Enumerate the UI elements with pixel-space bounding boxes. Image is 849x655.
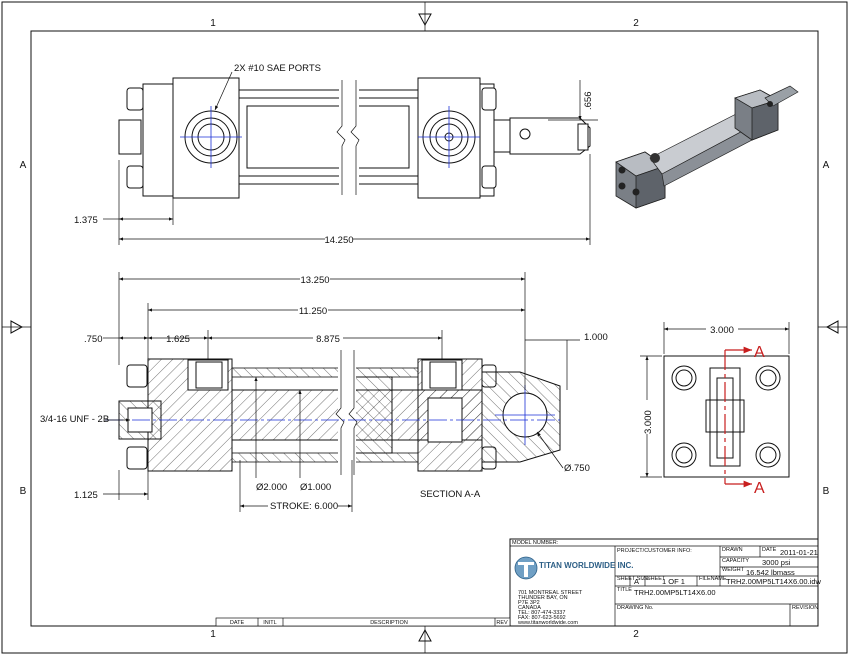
zone-bottom-2: 2 [633, 629, 639, 640]
dim-656: .656 [583, 92, 594, 111]
end-view: 3.000 3.000 A A [640, 322, 790, 497]
end-height: 3.000 [643, 410, 654, 434]
company-logo: TITAN WORLDWIDE INC. [514, 556, 634, 580]
address-line-1: 701 MONTREAL STREET [518, 590, 583, 596]
address-line-3: P7E 3P2 [518, 600, 540, 606]
dim-750: .750 [84, 334, 103, 345]
revision-strip: DATE INITL DESCRIPTION REV [215, 617, 511, 627]
drawing-no-label: DRAWING No. [617, 605, 654, 611]
section-view: 13.250 11.250 .750 1.625 8.875 1.000 3/4… [40, 272, 608, 513]
address-line-4: CANADA [518, 605, 541, 611]
address-line-7: www.titanworldwide.com [517, 620, 578, 626]
dim-1625: 1.625 [166, 334, 190, 345]
drawn-label: DRAWN [722, 547, 743, 553]
dim-8875: 8.875 [316, 334, 340, 345]
dim-11250: 11.250 [299, 306, 327, 317]
rod-dia: Ø1.000 [300, 482, 331, 493]
company-name: TITAN WORLDWIDE INC. [539, 561, 634, 570]
rev-col-rev: REV [496, 620, 508, 626]
capacity-value: 3000 psi [762, 558, 791, 567]
zone-left-b: B [20, 486, 27, 497]
title-block: MODEL NUMBER: TITAN WORLDWIDE INC. 701 M… [509, 538, 821, 627]
dim-1125: 1.125 [74, 490, 98, 501]
end-view-bolts [671, 365, 781, 468]
zone-top-2: 2 [633, 18, 639, 29]
dim-1375: 1.375 [74, 215, 98, 226]
dim-13250: 13.250 [300, 275, 329, 286]
center-mark-top-icon [418, 13, 432, 27]
capacity-label: CAPACITY [722, 558, 749, 564]
isometric-view [615, 85, 799, 209]
revision-label: REVISION [792, 605, 818, 611]
date-value: 2011-01-21 [780, 548, 818, 557]
ports-label: 2X #10 SAE PORTS [234, 63, 321, 74]
sheet-value: 1 OF 1 [662, 577, 685, 586]
filename-label: FILENAME [699, 576, 727, 582]
center-mark-bottom-icon [418, 628, 432, 642]
zone-right-a: A [823, 160, 830, 171]
dim-14250: 14.250 [324, 235, 353, 246]
filename-value: TRH2.00MP5LT14X6.00.idw [726, 577, 821, 586]
sheet-size-value: A [634, 577, 639, 586]
model-number-label: MODEL NUMBER: [512, 540, 559, 546]
thread-label: 3/4-16 UNF - 2B [40, 414, 109, 425]
rev-col-description: DESCRIPTION [370, 620, 408, 626]
zone-right-b: B [823, 486, 830, 497]
bore-dia: Ø2.000 [256, 482, 287, 493]
zone-left-a: A [20, 160, 27, 171]
address-line-6: FAX: 807-623-5692 [518, 615, 566, 621]
zone-top-1: 1 [210, 18, 216, 29]
date-label: DATE [762, 547, 777, 553]
weight-label: WEIGHT [722, 567, 745, 573]
title-value: TRH2.00MP5LT14X6.00 [634, 588, 716, 597]
address-line-5: TEL: 807-474-3337 [518, 610, 565, 616]
section-caption: SECTION A-A [420, 489, 481, 500]
center-mark-right-icon [825, 320, 839, 334]
address-line-2: THUNDER BAY, ON [518, 595, 568, 601]
center-mark-left-icon [10, 320, 24, 334]
stroke-dim: STROKE: 6.000 [270, 501, 338, 512]
section-mark-top: A [754, 344, 765, 361]
dim-1000: 1.000 [584, 332, 608, 343]
top-view: 2X #10 SAE PORTS .656 1.375 14.250 [74, 63, 598, 246]
rev-col-initl: INITL [263, 620, 276, 626]
rev-col-date: DATE [230, 620, 245, 626]
sheet-size-label: SHEET SIZE [617, 576, 649, 582]
title-label: TITLE [617, 587, 632, 593]
zone-bottom-1: 1 [210, 629, 216, 640]
end-width: 3.000 [710, 325, 734, 336]
project-label: PROJECT/CUSTOMER INFO: [617, 548, 692, 554]
sheet-label: SHEET [647, 576, 666, 582]
section-mark-bottom: A [754, 480, 765, 497]
weight-value: 16.542 lbmass [746, 568, 795, 577]
pin-dia: Ø.750 [564, 463, 590, 474]
